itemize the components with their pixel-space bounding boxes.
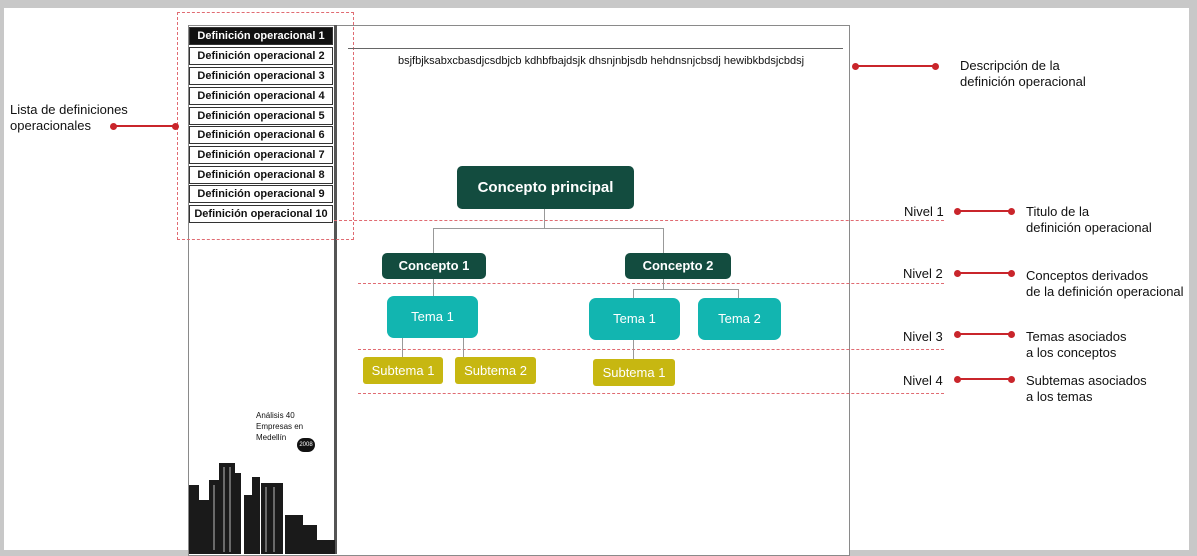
annotation-list-line-2: operacionales [10,118,91,133]
annotation-dot [932,63,939,70]
level-3-description-line-2: a los conceptos [1026,345,1117,360]
annotation-dot [954,208,961,215]
connector [663,279,664,289]
annotation-dot [172,123,179,130]
level-4-guide [358,393,944,394]
menu-item-4[interactable]: Definición operacional 4 [189,87,333,105]
annotation-dot [852,63,859,70]
subtopic-node: Subtema 2 [455,357,536,384]
annotation-list: Lista de definiciones operacionales [10,102,128,134]
concept-2-node: Concepto 2 [625,253,731,279]
level-1-guide [334,220,944,221]
annotation-description: Descripción de la definición operacional [960,58,1086,90]
connector [633,340,634,359]
annotation-description-line-1: Descripción de la [960,58,1060,73]
connector [402,338,403,357]
connector [544,208,545,228]
annotation-list-line-1: Lista de definiciones [10,102,128,117]
annotation-description-line-2: definición operacional [960,74,1086,89]
level-3-label: Nivel 3 [903,329,943,344]
menu-item-1[interactable]: Definición operacional 1 [189,27,333,45]
menu-item-3[interactable]: Definición operacional 3 [189,67,333,85]
annotation-line [958,333,1012,335]
annotation-line [958,272,1012,274]
logo-line-3: Medellín [256,433,287,442]
level-2-label: Nivel 2 [903,266,943,281]
level-1-label: Nivel 1 [904,204,944,219]
connector [433,279,434,296]
connector [663,228,664,253]
menu-item-6[interactable]: Definición operacional 6 [189,126,333,144]
topic-node: Tema 1 [387,296,478,338]
menu-item-9[interactable]: Definición operacional 9 [189,185,333,203]
annotation-dot [954,270,961,277]
connector [433,228,434,253]
description-text: bsjfbjksabxcbasdjcsdbjcb kdhbfbajdsjk dh… [398,55,805,67]
level-4-description-line-1: Subtemas asociados [1026,373,1147,388]
connector [633,289,634,298]
connector [738,289,739,298]
annotation-dot [1008,208,1015,215]
logo-line-1: Análisis 40 [256,411,295,420]
menu-item-7[interactable]: Definición operacional 7 [189,146,333,164]
annotation-line [958,210,1012,212]
level-1-description-line-2: definición operacional [1026,220,1152,235]
menu-item-5[interactable]: Definición operacional 5 [189,107,333,125]
annotation-line [114,125,176,127]
subtopic-node: Subtema 1 [593,359,675,386]
level-2-guide [358,283,944,284]
annotation-line [856,65,936,67]
topic-node: Tema 2 [698,298,781,340]
concept-1-node: Concepto 1 [382,253,486,279]
level-1-description-line-1: Titulo de la [1026,204,1090,219]
connector [633,289,739,290]
annotation-dot [1008,331,1015,338]
menu-item-8[interactable]: Definición operacional 8 [189,166,333,184]
topic-node: Tema 1 [589,298,680,340]
level-2-description-line-1: Conceptos derivados [1026,268,1149,283]
subtopic-node: Subtema 1 [363,357,443,384]
city-skyline-image [189,463,335,554]
description-rule [348,48,843,49]
annotation-line [958,378,1012,380]
menu-item-2[interactable]: Definición operacional 2 [189,47,333,65]
level-3-guide [358,349,944,350]
level-2-description: Conceptos derivados de la definición ope… [1026,268,1184,300]
logo-line-2: Empresas en [256,422,304,431]
level-4-label: Nivel 4 [903,373,943,388]
connector [463,338,464,357]
logo-text: Análisis 40 Empresas en Medellín [256,410,303,443]
menu-highlight-box [177,12,354,240]
level-2-description-line-2: de la definición operacional [1026,284,1184,299]
level-4-description-line-2: a los temas [1026,389,1093,404]
annotation-dot [110,123,117,130]
level-3-description-line-1: Temas asociados [1026,329,1127,344]
level-1-description: Titulo de la definición operacional [1026,204,1152,236]
level-3-description: Temas asociados a los conceptos [1026,329,1126,361]
annotation-dot [1008,376,1015,383]
annotation-dot [1008,270,1015,277]
main-concept-node: Concepto principal [457,166,634,209]
annotation-dot [954,376,961,383]
level-4-description: Subtemas asociados a los temas [1026,373,1147,405]
connector [433,228,664,229]
sidebar [188,25,337,554]
annotation-dot [954,331,961,338]
year-badge: 2008 [297,438,315,452]
menu-item-10[interactable]: Definición operacional 10 [189,205,333,223]
